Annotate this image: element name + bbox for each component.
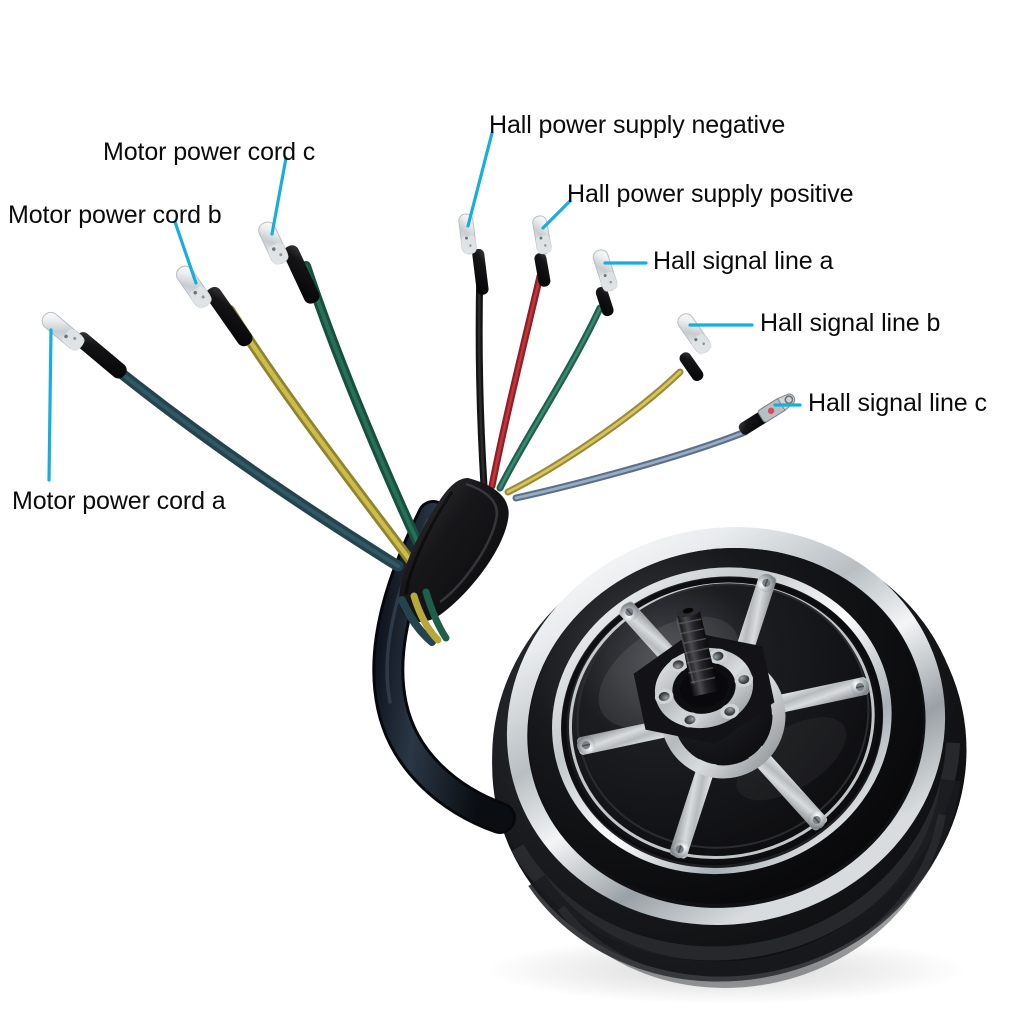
leader-lines xyxy=(47,131,802,482)
leader-hall-power-supply-positive xyxy=(541,199,572,230)
leader-motor-power-cord-c xyxy=(270,156,288,236)
hub-motor-wheel xyxy=(372,500,967,1004)
connector-bullet xyxy=(677,313,712,355)
label-hall-signal-line-c: Hall signal line c xyxy=(808,389,987,417)
label-motor-power-cord-c: Motor power cord c xyxy=(103,138,316,166)
label-hall-signal-line-a: Hall signal line a xyxy=(653,247,834,275)
flange-bolt-holes xyxy=(654,648,754,728)
leader-hall-power-supply-negative xyxy=(466,131,494,228)
wire-motor-power-cord-a xyxy=(41,311,404,572)
connector-bullet xyxy=(592,249,618,292)
label-hall-power-supply-positive: Hall power supply positive xyxy=(567,180,854,208)
label-motor-power-cord-b: Motor power cord b xyxy=(8,201,222,229)
wire-hall-signal-b xyxy=(504,313,712,496)
wire-hall-signal-a xyxy=(496,249,618,492)
wire-motor-power-cord-b xyxy=(175,265,415,565)
wire-hall-power-positive xyxy=(488,215,552,490)
connector-bullet xyxy=(258,221,289,265)
connector-bullet xyxy=(41,311,85,351)
label-hall-signal-line-b: Hall signal line b xyxy=(760,309,941,337)
wire-hall-signal-c xyxy=(512,393,796,502)
wire-harness xyxy=(41,213,796,646)
wire-motor-power-cord-c xyxy=(258,221,429,561)
connector-bullet xyxy=(175,265,212,309)
harness-junction-boot xyxy=(399,478,509,623)
connector-bullet xyxy=(458,213,477,255)
label-hall-power-supply-negative: Hall power supply negative xyxy=(489,111,786,139)
leader-motor-power-cord-a xyxy=(47,328,53,482)
hub-flange-and-axle xyxy=(633,606,775,744)
label-motor-power-cord-a: Motor power cord a xyxy=(12,487,226,515)
threaded-axle xyxy=(675,606,719,697)
harness-lower-strands xyxy=(398,588,450,646)
cover-bolts xyxy=(577,573,869,859)
wire-hall-power-negative xyxy=(458,213,489,490)
leader-motor-power-cord-b xyxy=(173,220,198,285)
